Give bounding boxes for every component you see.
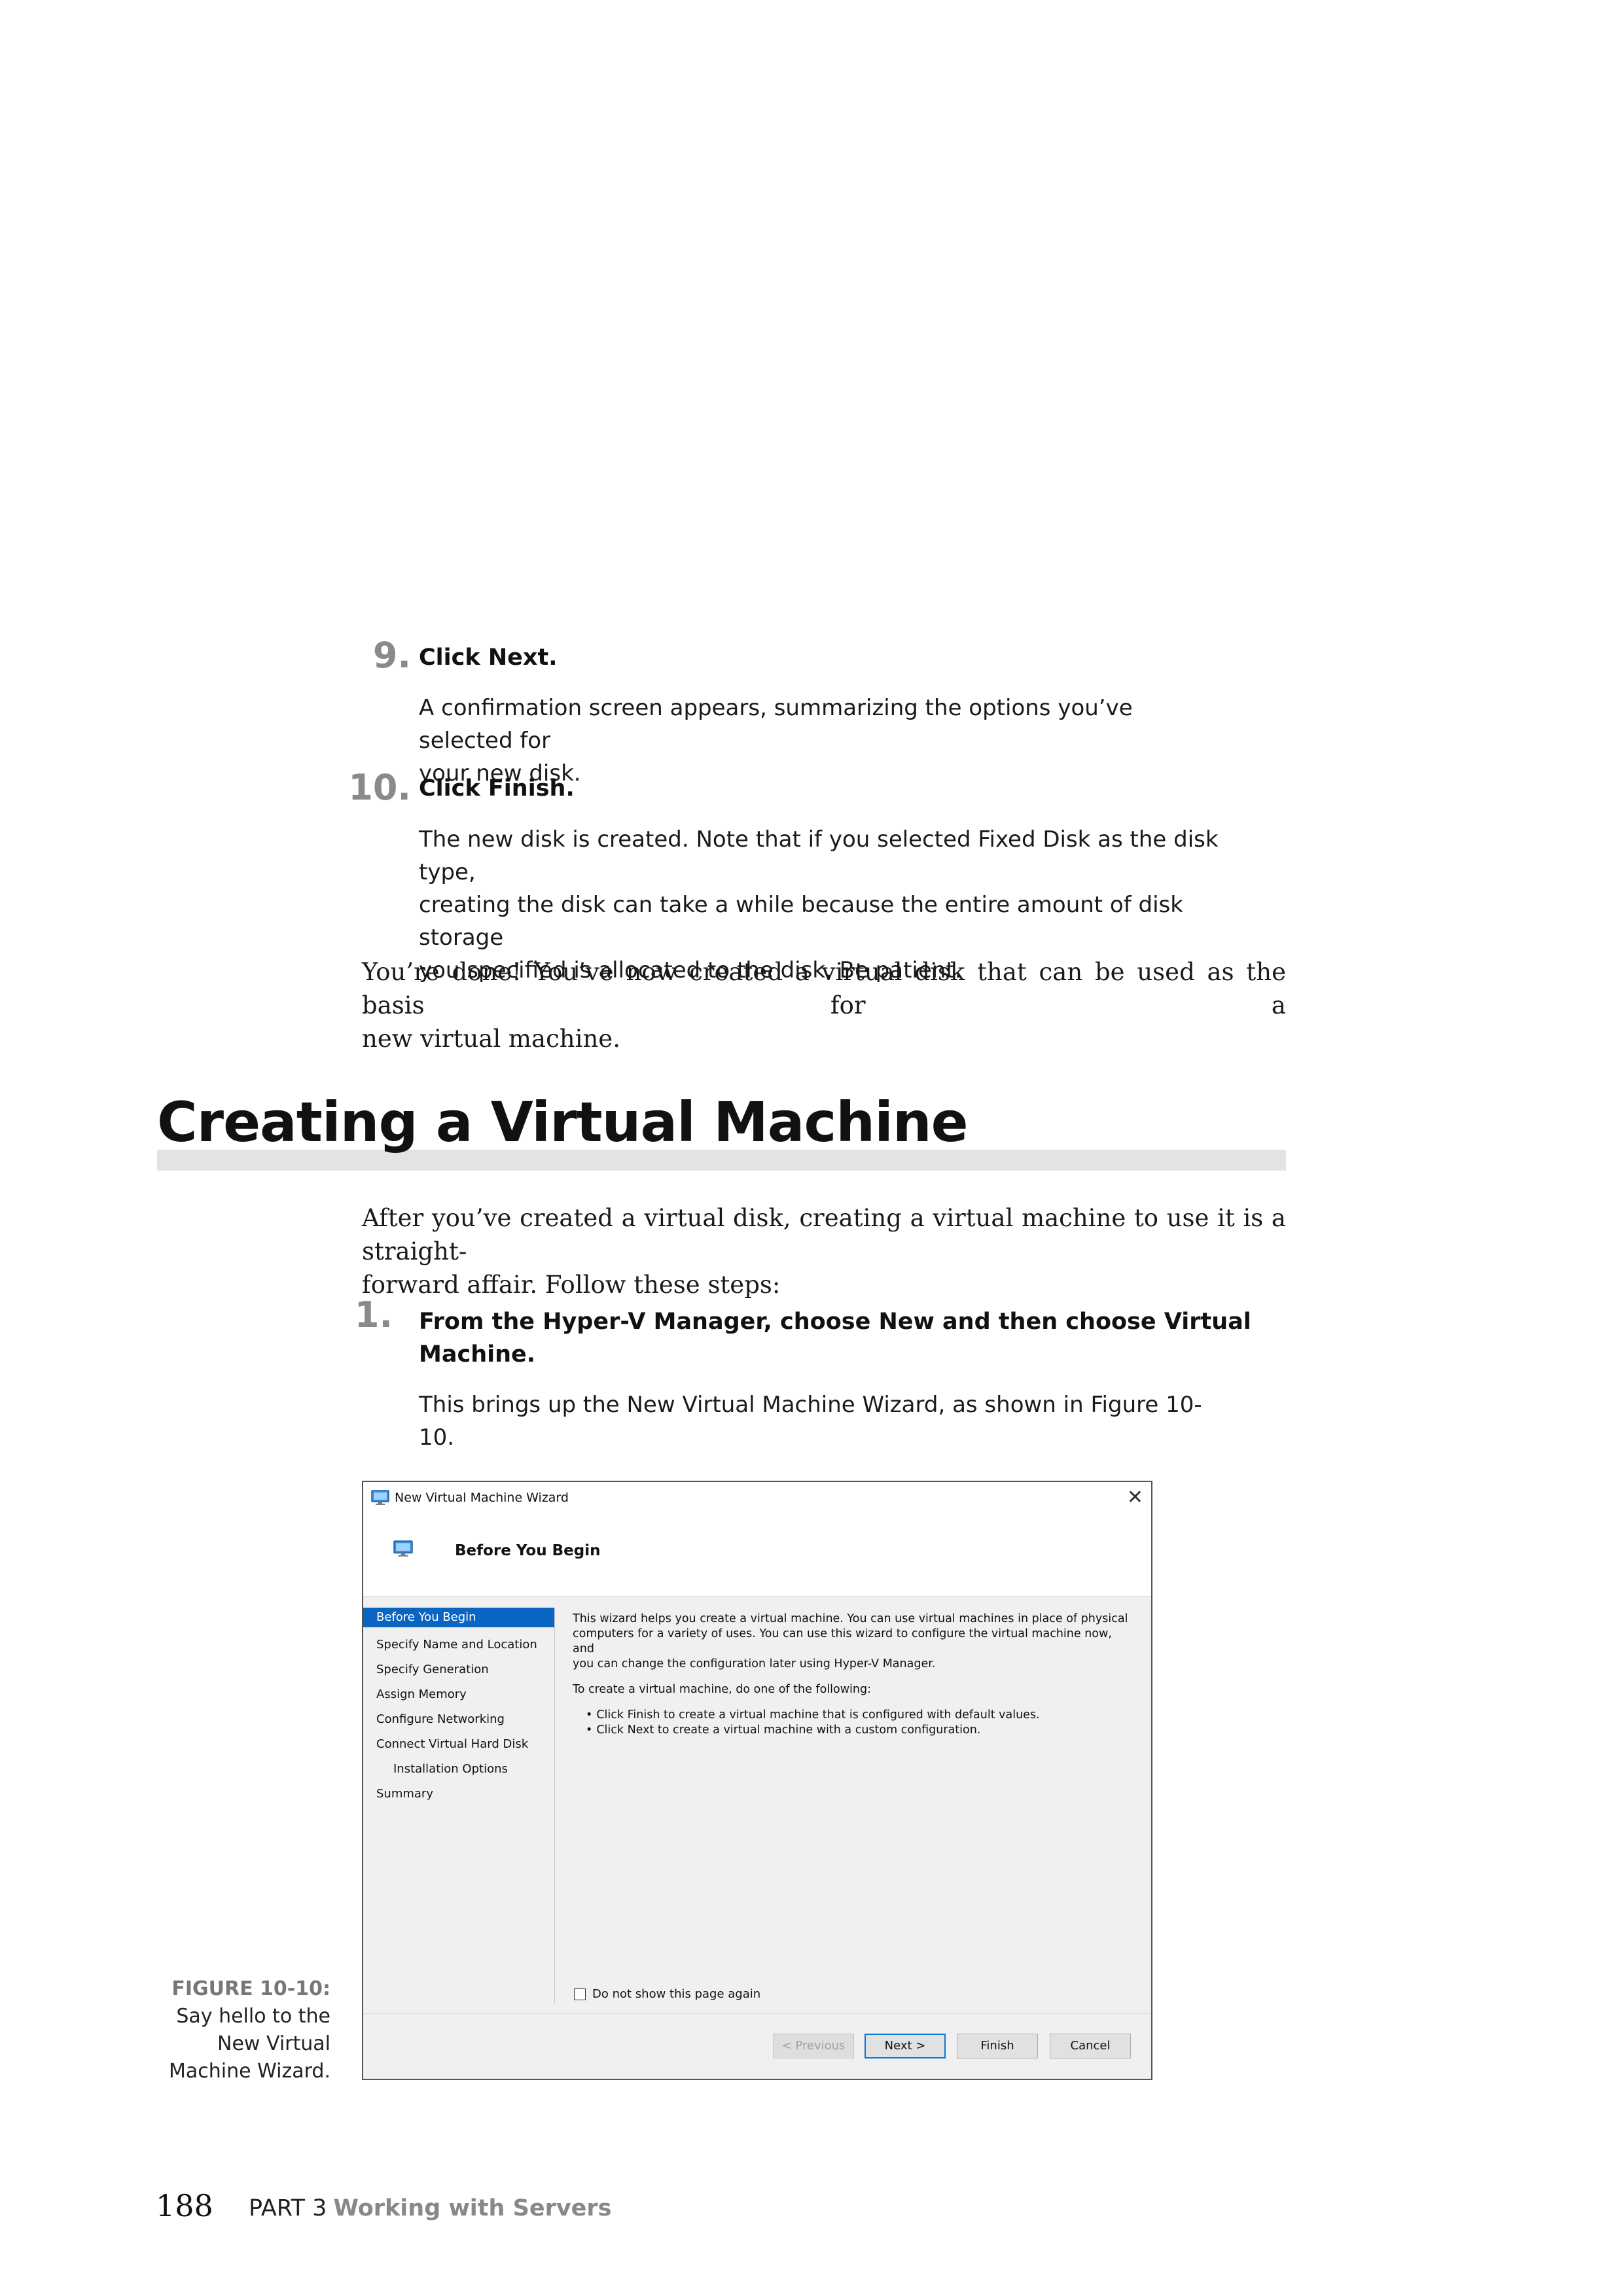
section-heading: Creating a Virtual Machine	[157, 1090, 969, 1154]
wizard-banner: Before You Begin	[363, 1515, 1151, 1597]
do-not-show-row[interactable]: Do not show this page again	[574, 1987, 760, 2001]
nav-item-configure-networking[interactable]: Configure Networking	[376, 1712, 505, 1726]
figure-caption: FIGURE 10-10: Say hello to the New Virtu…	[124, 1975, 330, 2085]
list-item: Click Finish to create a virtual machine…	[586, 1708, 1135, 1723]
step-title: Click Finish.	[419, 775, 575, 802]
done-paragraph: You’re done! You’ve now created a virtua…	[362, 955, 1286, 1055]
figure-label: FIGURE 10-10:	[171, 1977, 330, 2000]
caption-line: Machine Wizard.	[169, 2060, 330, 2083]
wizard-content: This wizard helps you create a virtual m…	[573, 1612, 1135, 1738]
wizard-page-title: Before You Begin	[455, 1542, 601, 1559]
step-body-line: you specified is allocated to the disk. …	[419, 957, 962, 983]
step-body-line: The new disk is created. Note that if yo…	[419, 826, 1219, 885]
previous-button[interactable]: < Previous	[773, 2034, 854, 2058]
virtual-machine-icon	[393, 1540, 413, 1560]
step-title: Click Next.	[419, 645, 558, 671]
nav-item-before-you-begin[interactable]: Before You Begin	[363, 1608, 554, 1627]
step-body: The new disk is created. Note that if yo…	[419, 823, 1230, 987]
paragraph-line: new virtual machine.	[362, 1025, 620, 1053]
step-body-line: creating the disk can take a while becau…	[419, 892, 1183, 951]
page-number: 188	[156, 2188, 213, 2223]
intro-line: This wizard helps you create a virtual m…	[573, 1612, 1128, 1625]
wizard-intro: This wizard helps you create a virtual m…	[573, 1612, 1135, 1672]
caption-line: Say hello to the	[176, 2005, 330, 2028]
intro-paragraph: After you’ve created a virtual disk, cre…	[362, 1201, 1286, 1301]
step-title-line: From the Hyper-V Manager, choose New and…	[419, 1309, 1251, 1335]
heading-underline-bar	[157, 1150, 1286, 1171]
nav-item-specify-name-and-location[interactable]: Specify Name and Location	[376, 1638, 537, 1651]
finish-button[interactable]: Finish	[957, 2034, 1038, 2058]
step-body: This brings up the New Virtual Machine W…	[419, 1392, 1202, 1451]
step-number: 1.	[354, 1294, 393, 1335]
paragraph-line: You’re done! You’ve now created a virtua…	[362, 958, 1286, 1019]
caption-line: New Virtual	[217, 2032, 330, 2055]
do-not-show-checkbox[interactable]	[574, 1988, 586, 2000]
nav-item-installation-options[interactable]: Installation Options	[393, 1762, 508, 1776]
step-number: 9.	[372, 635, 411, 676]
virtual-machine-icon	[371, 1490, 389, 1508]
wizard-step-list: Before You Begin Specify Name and Locati…	[363, 1608, 555, 2003]
intro-line: you can change the configuration later u…	[573, 1657, 936, 1670]
paragraph-line: forward affair. Follow these steps:	[362, 1271, 781, 1299]
paragraph-line: After you’ve created a virtual disk, cre…	[362, 1204, 1286, 1265]
nav-item-summary[interactable]: Summary	[376, 1787, 433, 1801]
step-body: A confirmation screen appears, summarizi…	[419, 692, 1230, 790]
wizard-window: New Virtual Machine Wizard ✕ Before You …	[362, 1481, 1152, 2080]
part-title: Working with Servers	[333, 2195, 612, 2221]
step-title: From the Hyper-V Manager, choose New and…	[419, 1305, 1251, 1371]
next-button[interactable]: Next >	[865, 2034, 946, 2058]
wizard-bullet-list: Click Finish to create a virtual machine…	[573, 1708, 1135, 1738]
nav-item-specify-generation[interactable]: Specify Generation	[376, 1663, 489, 1676]
nav-item-connect-virtual-hard-disk[interactable]: Connect Virtual Hard Disk	[376, 1737, 529, 1751]
wizard-instruction: To create a virtual machine, do one of t…	[573, 1683, 872, 1696]
title-bar[interactable]: New Virtual Machine Wizard ✕	[363, 1482, 1151, 1515]
nav-item-assign-memory[interactable]: Assign Memory	[376, 1687, 467, 1701]
checkbox-label: Do not show this page again	[592, 1987, 761, 2001]
cancel-button[interactable]: Cancel	[1050, 2034, 1131, 2058]
window-title: New Virtual Machine Wizard	[395, 1491, 569, 1505]
step-title-line: Machine.	[419, 1341, 536, 1368]
list-item: Click Next to create a virtual machine w…	[586, 1723, 1135, 1738]
part-label: PART 3	[249, 2195, 327, 2221]
intro-line: computers for a variety of uses. You can…	[573, 1627, 1112, 1655]
footer-divider	[363, 2013, 1151, 2014]
step-number: 10.	[348, 767, 411, 808]
close-icon[interactable]: ✕	[1126, 1486, 1143, 1509]
step-body-line: your new disk.	[419, 760, 581, 786]
step-body-line: A confirmation screen appears, summarizi…	[419, 695, 1133, 754]
